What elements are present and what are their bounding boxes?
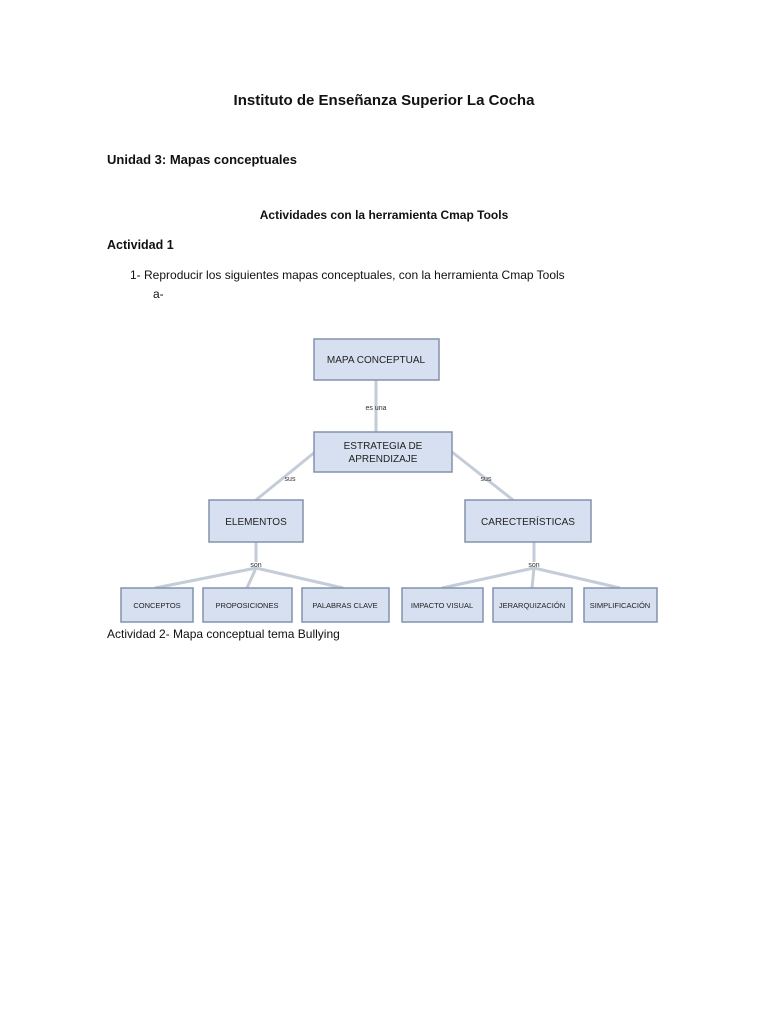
node-estrategia [313,431,453,473]
link-label-son-elements: son [250,562,261,569]
edge-son-proposiciones [245,567,258,589]
edge-son-conceptos [154,566,257,590]
node-caracteristicas-label: CARECTERÍSTICAS [481,515,575,528]
activity1-heading: Actividad 1 [107,238,174,252]
node-elementos [208,499,304,543]
node-jerarquizacion-label: JERARQUIZACIÓN [499,601,565,610]
node-caracteristicas [464,499,592,543]
edge-son-palabras [255,566,344,590]
node-estrategia-line1: ESTRATEGIA DE [344,441,423,452]
link-label-sus-left: sus [285,476,296,483]
link-label-sus-right: sus [481,476,492,483]
node-mapa-conceptual [313,338,440,381]
node-proposiciones [202,587,293,623]
activity1-sub-a: a- [153,287,164,301]
edge-son-jerarquizacion [530,567,536,589]
node-impacto-visual-label: IMPACTO VISUAL [411,601,473,610]
concept-map-diagram: es una sus sus son son MAPA CONCEPTUAL E… [120,338,658,623]
node-simplificacion-label: SIMPLIFICACIÓN [590,601,650,610]
activities-subtitle: Actividades con la herramienta Cmap Tool… [259,208,509,222]
document-title: Instituto de Enseñanza Superior La Cocha [233,92,535,109]
edge-strategy-elements [255,450,316,502]
node-mapa-conceptual-label: MAPA CONCEPTUAL [327,355,426,366]
node-palabras-clave [301,587,390,623]
edge-son-simplificacion [533,566,621,590]
activity2-text: Actividad 2- Mapa conceptual tema Bullyi… [107,627,340,641]
edge-strategy-characteristics [451,450,514,502]
node-jerarquizacion [492,587,573,623]
node-conceptos [120,587,194,623]
node-simplificacion [583,587,658,623]
link-label-son-characteristics: son [528,562,539,569]
edge-son-impacto [441,566,535,590]
unit-heading: Unidad 3: Mapas conceptuales [107,152,297,167]
activity1-item: 1- Reproducir los siguientes mapas conce… [130,268,565,282]
node-estrategia-line2: APRENDIZAJE [349,454,418,465]
node-palabras-clave-label: PALABRAS CLAVE [312,601,377,610]
node-proposiciones-label: PROPOSICIONES [216,601,279,610]
link-label-es-una: es una [365,405,386,412]
node-conceptos-label: CONCEPTOS [133,601,180,610]
node-impacto-visual [401,587,484,623]
node-elementos-label: ELEMENTOS [225,517,287,528]
